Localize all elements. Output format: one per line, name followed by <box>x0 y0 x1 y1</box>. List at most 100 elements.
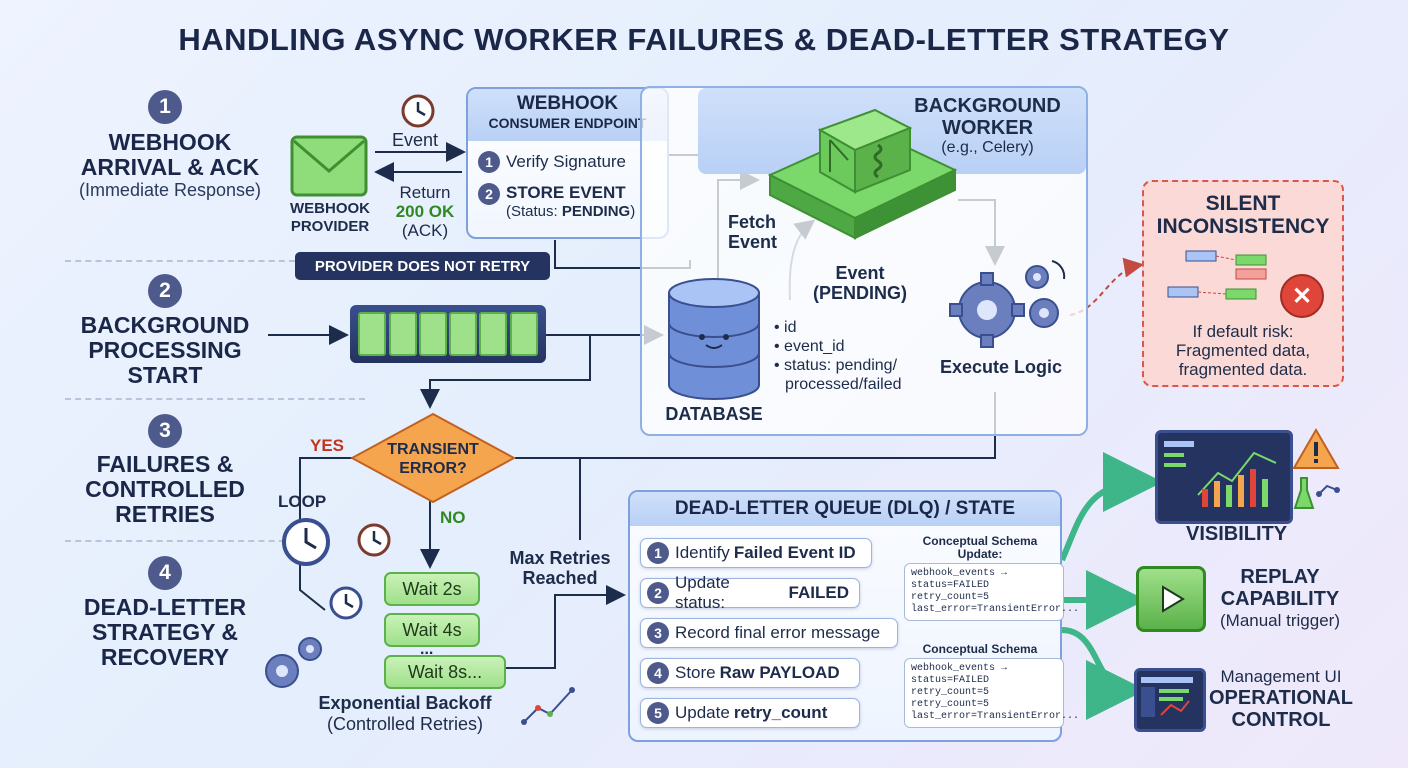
gears-icon <box>942 255 1072 355</box>
step-2-badge: 2 <box>148 274 182 308</box>
consumer-endpoint-box: WEBHOOK CONSUMER ENDPOINT 1 Verify Signa… <box>466 87 669 239</box>
decision-yes-label: YES <box>310 436 345 455</box>
dlq-item-num: 4 <box>647 662 669 684</box>
schema-line: webhook_events → <box>911 663 1008 674</box>
step-1-title-line: ARRIVAL & ACK <box>80 154 260 180</box>
decision-no-label: NO <box>440 508 466 527</box>
consumer-item: 2 STORE EVENT (Status: PENDING) <box>478 183 667 220</box>
consumer-header: WEBHOOK CONSUMER ENDPOINT <box>468 89 667 141</box>
step-4-label: DEAD-LETTER STRATEGY & RECOVERY <box>40 595 290 670</box>
consumer-item: 1 Verify Signature <box>478 151 667 173</box>
control-label-line: CONTROL <box>1231 709 1331 731</box>
decision-line: TRANSIENT <box>387 441 479 458</box>
control-label-line: OPERATIONAL <box>1208 687 1354 709</box>
return-label-line: Return <box>399 183 451 202</box>
wait-step: Wait 4s <box>384 613 480 647</box>
worker-title-line: WORKER <box>941 117 1034 139</box>
step-2-title-line: START <box>127 362 203 388</box>
return-ok: 200 OK <box>395 202 455 221</box>
consumer-item-sub-bold: PENDING <box>561 203 631 220</box>
replay-sub: (Manual trigger) <box>1220 611 1340 630</box>
step-3-title-line: RETRIES <box>115 501 215 527</box>
transient-error-decision: TRANSIENT ERROR? <box>349 412 517 504</box>
dlq-item: 5 Update retry_count <box>640 698 860 728</box>
dlq-item-prefix: Update status: <box>675 573 730 612</box>
warning-icon <box>1292 428 1340 470</box>
page-title: HANDLING ASYNC WORKER FAILURES & DEAD-LE… <box>178 22 1230 57</box>
consumer-item-text: STORE EVENT <box>506 183 626 202</box>
trend-chart-icon <box>520 684 578 728</box>
dlq-item-bold: Raw PAYLOAD <box>719 663 840 682</box>
schema-2-title: Conceptual Schema <box>922 642 1038 656</box>
schema-1-code: webhook_events → status=FAILED retry_cou… <box>904 563 1080 621</box>
queue-slot <box>358 312 387 356</box>
silent-title-line: SILENT <box>1205 192 1281 215</box>
step-4-badge: 4 <box>148 556 182 590</box>
consumer-item-text: Verify Signature <box>506 152 627 171</box>
step-separator <box>65 398 365 400</box>
worker-title-line: BACKGROUND <box>914 95 1061 117</box>
dlq-item-prefix: Update <box>675 703 730 722</box>
queue-slot <box>479 312 508 356</box>
clock-icon <box>356 522 392 558</box>
clock-icon <box>328 585 364 621</box>
replay-label: REPLAY CAPABILITY (Manual trigger) <box>1200 566 1360 632</box>
schema-2-code: webhook_events → status=FAILED retry_cou… <box>904 658 1080 728</box>
replay-button[interactable] <box>1136 566 1206 632</box>
fetch-event-line: Fetch <box>728 212 777 232</box>
worker-subtitle: (e.g., Celery) <box>941 139 1034 156</box>
gears-small-icon <box>258 633 328 693</box>
return-label: Return 200 OK (ACK) <box>390 183 460 240</box>
dlq-item-num: 3 <box>647 622 669 644</box>
execute-logic-label: Execute Logic <box>940 357 1063 377</box>
consumer-item-sub-suffix: ) <box>630 203 636 220</box>
error-x-icon: ✕ <box>1280 274 1324 318</box>
dlq-item: 1 Identify Failed Event ID <box>640 538 872 568</box>
dlq-item-num: 5 <box>647 702 669 724</box>
database-label: DATABASE <box>665 404 763 424</box>
silent-text-line: If default risk: <box>1192 322 1294 341</box>
flask-icon <box>1293 474 1343 514</box>
silent-text: If default risk: Fragmented data, fragme… <box>1144 322 1342 379</box>
dlq-item-bold: Failed Event ID <box>733 543 856 562</box>
database-field: • event_id <box>774 338 845 355</box>
dlq-item-num: 2 <box>647 582 669 604</box>
max-retries-line: Reached <box>522 568 598 588</box>
step-3-label: FAILURES & CONTROLLED RETRIES <box>40 452 290 527</box>
event-pending-label: Event (PENDING) <box>800 263 920 303</box>
step-3-badge: 3 <box>148 414 182 448</box>
silent-inconsistency-box: SILENT INCONSISTENCY ✕ If default risk: … <box>1142 180 1344 387</box>
schema-line: last_error=TransientError... <box>911 604 1080 615</box>
step-1-subtitle: (Immediate Response) <box>78 180 262 200</box>
max-retries-line: Max Retries <box>509 548 611 568</box>
schema-line: retry_count=5 <box>911 699 990 710</box>
step-4-title-line: RECOVERY <box>100 644 230 670</box>
database-field: • status: pending/ <box>774 357 898 374</box>
schema-title-line: Conceptual Schema <box>922 534 1038 548</box>
queue-slot <box>418 312 447 356</box>
wait-ellipsis: ... <box>420 641 434 658</box>
step-2-title-line: BACKGROUND <box>80 312 250 338</box>
wait-step: Wait 8s... <box>384 655 506 689</box>
control-pre: Management UI <box>1220 667 1342 686</box>
schema-line: last_error=TransientError... <box>911 711 1080 722</box>
consumer-title: WEBHOOK <box>516 93 619 114</box>
step-4-title-line: DEAD-LETTER <box>83 594 247 620</box>
event-pending-line: Event <box>835 263 885 283</box>
consumer-item-num: 1 <box>478 151 500 173</box>
dlq-item-num: 1 <box>647 542 669 564</box>
decision-line: ERROR? <box>399 460 467 477</box>
schema-line: status=FAILED <box>911 580 990 591</box>
step-4-title-line: STRATEGY & <box>91 619 239 645</box>
step-separator <box>65 260 295 262</box>
provider-label: WEBHOOK PROVIDER <box>270 200 390 236</box>
database-field-text: event_id <box>784 338 845 355</box>
schema-line: status=FAILED <box>911 675 990 686</box>
worker-box-icon <box>760 100 960 240</box>
dlq-item-prefix: Store <box>675 663 716 682</box>
silent-title-line: INCONSISTENCY <box>1156 215 1330 238</box>
replay-label-line: REPLAY <box>1240 566 1320 588</box>
backoff-subtitle: (Controlled Retries) <box>326 714 484 734</box>
consumer-subtitle: CONSUMER ENDPOINT <box>488 115 647 131</box>
step-separator <box>65 540 295 542</box>
